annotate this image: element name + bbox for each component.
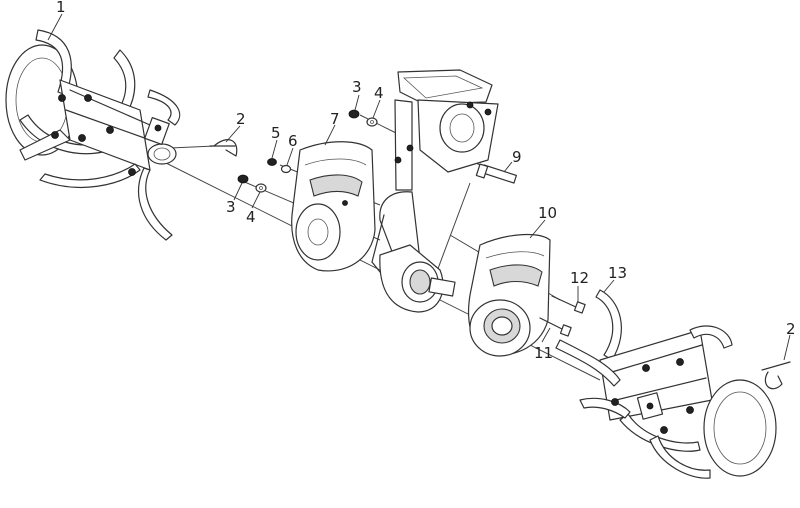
callout-12: 12 [570,269,589,287]
callout-numbers: 1 2 3 4 5 6 7 3 4 9 10 12 13 2 11 [56,0,796,362]
hairpin-clip-left [209,139,238,157]
callout-11: 11 [534,344,553,362]
callout-2-left: 2 [236,110,246,128]
callout-10: 10 [538,204,557,222]
callout-9: 9 [512,148,522,166]
callout-1: 1 [56,0,66,16]
hairpin-clip-right [761,361,791,390]
nut-small [267,158,277,166]
callout-3-lower: 3 [226,198,236,216]
washer-upper [366,117,378,127]
washer-lower [255,183,267,193]
callout-2-right: 2 [786,320,796,338]
callout-5: 5 [271,124,281,142]
bolt-12 [551,295,586,314]
right-guard-cover [467,233,551,357]
callout-leaders [47,13,791,361]
gearbox-housing [371,69,499,313]
washer-small [280,164,292,174]
nut-lower [237,174,249,184]
callout-7: 7 [330,110,340,128]
pin-bolt [475,163,518,184]
nut-upper [348,109,360,119]
callout-3-upper: 3 [352,78,362,96]
bolt-11 [539,317,572,337]
callout-4-lower: 4 [246,208,256,226]
callout-13: 13 [608,264,627,282]
callout-6: 6 [288,132,298,150]
right-tine-assembly [555,289,777,479]
left-tine-assembly [5,29,181,241]
left-guard-cover [291,141,376,272]
callout-4-upper: 4 [374,84,384,102]
